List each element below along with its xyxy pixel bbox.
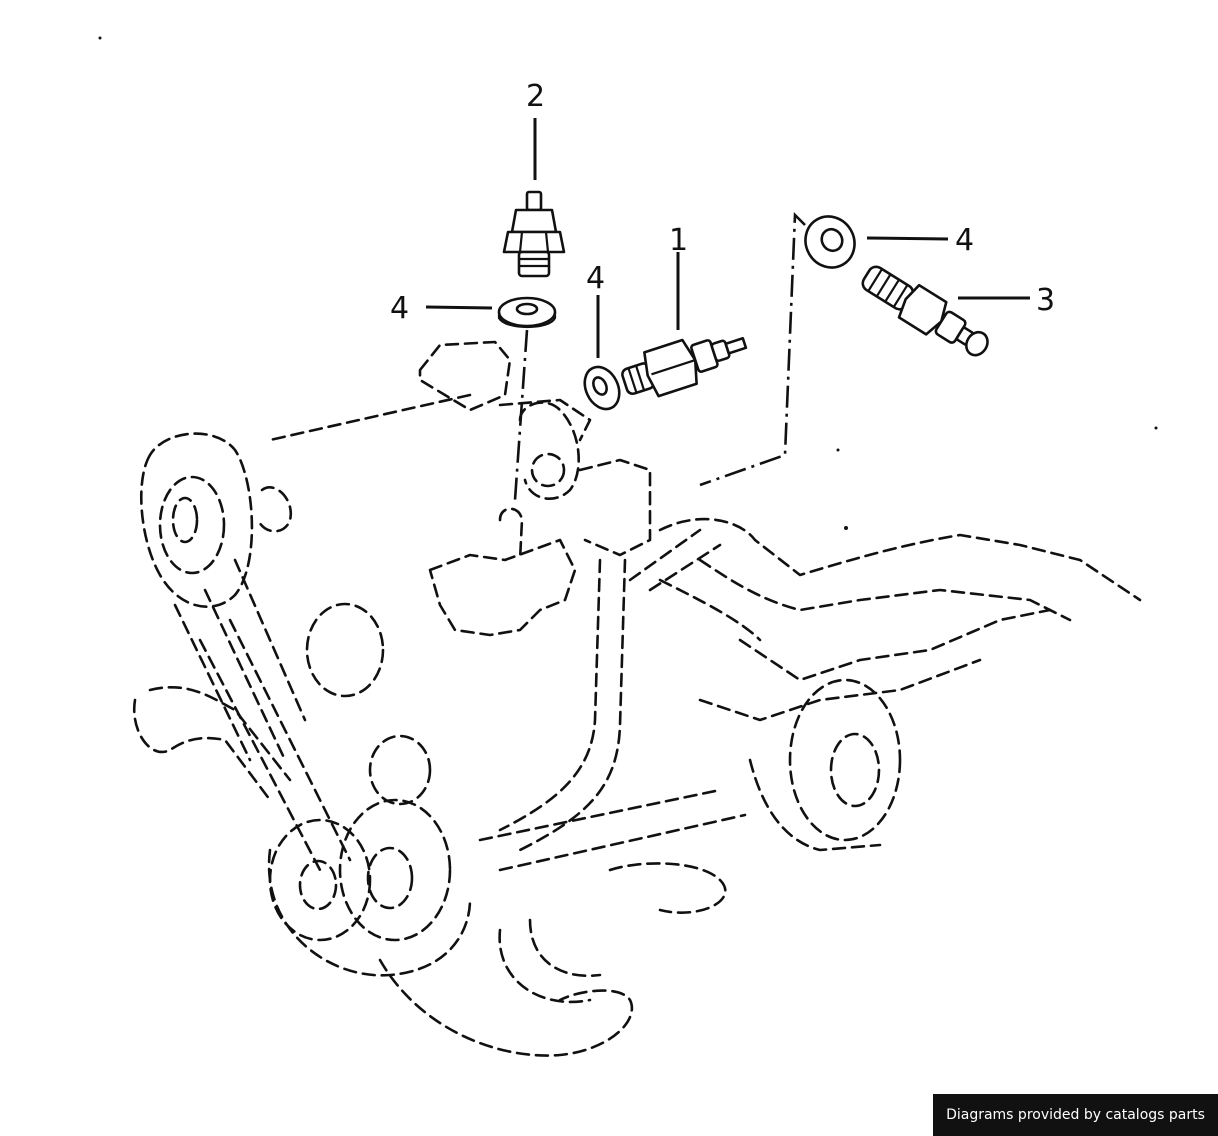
damper-pulley-outer-ghost [338,798,452,942]
fitting-stem-ghost [498,507,524,562]
right-pulley-inner-ghost [829,732,881,808]
lower-pipe-ghost [478,788,747,872]
right-block-ghost [738,608,1052,682]
part-2-thread [517,250,551,278]
washer-middle-hole [592,376,608,396]
sump-ghost [378,958,634,1057]
speck-1 [98,36,102,40]
part-1-hex-facets [651,359,696,376]
part-3-head [965,330,989,357]
right-pulley-outer-ghost [788,678,902,842]
crank-pulley-inner-ghost [298,859,338,911]
diagram-credit-text: Diagrams provided by catalogs parts [946,1107,1205,1123]
left-inlet-tube-ghost [132,698,272,802]
washer-right-hole [820,227,844,253]
left-boss-ghost [256,486,293,533]
part-2-thread-lines [519,257,549,268]
right-manifold-ghost [658,517,1142,602]
part-4-washer-right [804,215,856,269]
speck-2 [844,526,848,530]
tensioner-pulley-ghost [305,602,385,698]
left-inlet-tube-lower-ghost [148,685,292,782]
damper-pulley-inner-ghost [366,846,414,910]
idler-pulley-ghost [368,734,432,806]
bracket-arm-ghost [268,393,592,442]
part-1-terminal [724,336,748,355]
part-2-hex-facets [518,231,550,253]
lower-elbow-ghost [498,918,602,1004]
part-2-terminal [525,190,543,212]
fitting-block-ghost [428,538,577,637]
part-2-hex [502,230,566,254]
right-block-lower-ghost [698,658,982,722]
right-hose-ghost [658,578,762,642]
sensor-2-installation-leader [513,329,529,501]
left-pulley-hub-ghost [171,496,199,544]
lower-belt-loop-ghost [267,848,472,977]
leader-4-right [866,236,949,241]
speck-4 [1154,426,1158,430]
part-4-washer-left [497,296,557,328]
part-1-temperature-sender [621,336,748,398]
housing-port-ghost [530,452,566,488]
left-pulley-ghost [158,475,226,575]
belt-run-1-ghost [173,558,307,762]
engine-ghost-outline [132,340,1142,1057]
part-2-body [510,208,558,234]
right-manifold-lower-ghost [698,558,1072,622]
callout-3: 3 [1036,283,1055,318]
upper-bracket-ghost [418,340,512,412]
part-2-pressure-switch [502,190,566,278]
callout-4-middle: 4 [586,261,605,296]
speck-3 [836,448,840,452]
part-3-hex [897,283,948,336]
diagram-credit-banner: Diagrams provided by catalogs parts [933,1094,1218,1136]
upper-hose-ghost [628,528,722,592]
part-1-thread-lines [627,365,646,394]
leader-4-left [425,305,493,310]
part-3-thread-lines [867,268,909,308]
left-pulley-housing-ghost [140,432,254,608]
belt-run-2-ghost [198,618,352,872]
sensor-3-installation-leader [699,211,806,487]
filter-housing-ghost [608,862,727,914]
right-bracket-ghost [748,758,882,852]
callout-4-left: 4 [390,291,409,326]
washer-left-edge [497,312,557,328]
callout-2: 2 [526,79,545,114]
part-4-washer-middle [583,365,621,411]
housing-flange-ghost [578,458,652,557]
callout-4-right: 4 [955,223,974,258]
part-3-sensor [861,265,989,357]
coolant-pipe-ghost [498,558,627,852]
thermostat-housing-ghost [518,401,581,500]
washer-left-hole [515,302,539,316]
callout-1: 1 [669,223,688,258]
